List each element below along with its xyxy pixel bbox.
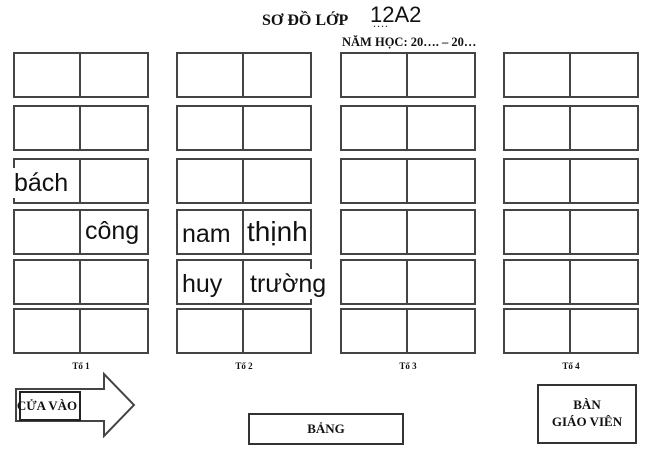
desk-row [503, 209, 639, 255]
seat [81, 105, 149, 151]
desk-row [503, 308, 639, 354]
class-name: 12A2 [370, 2, 422, 27]
seat [81, 308, 149, 354]
seat [571, 209, 639, 255]
desk-row [176, 105, 312, 151]
desk-row [503, 158, 639, 204]
seat [503, 308, 571, 354]
group-2 [176, 52, 312, 354]
group-label-4: Tổ 4 [562, 361, 580, 371]
seat [81, 259, 149, 305]
student-name-thinh: thịnh [245, 216, 310, 247]
seat [176, 308, 244, 354]
seat [503, 52, 571, 98]
seat [176, 52, 244, 98]
desk-row [340, 259, 476, 305]
seat [408, 209, 476, 255]
student-name-truong: trường [248, 269, 329, 299]
desk-row [503, 259, 639, 305]
door-arrow: CỬA VÀO [14, 372, 138, 438]
teacher-desk-line-2: GIÁO VIÊN [551, 414, 623, 429]
seat [244, 158, 312, 204]
desk-row [176, 52, 312, 98]
seat [571, 308, 639, 354]
student-name-huy: huy [180, 269, 225, 299]
school-year: NĂM HỌC: 20…. – 20… [342, 35, 477, 49]
seat [408, 259, 476, 305]
seat [503, 259, 571, 305]
seat [13, 308, 81, 354]
group-4 [503, 52, 639, 354]
student-name-nam: nam [180, 219, 233, 249]
seat [340, 158, 408, 204]
seat [13, 105, 81, 151]
seat [408, 308, 476, 354]
student-name-cong: công [83, 216, 142, 246]
group-label-2: Tổ 2 [235, 361, 253, 371]
seat [340, 105, 408, 151]
student-name-bach: bách [12, 168, 71, 198]
teacher-desk-line-1: BÀN [573, 397, 601, 412]
seat [176, 105, 244, 151]
seat [244, 105, 312, 151]
desk-row [13, 52, 149, 98]
desk-row [340, 308, 476, 354]
desk-row [340, 158, 476, 204]
desk-row [340, 52, 476, 98]
seat [571, 259, 639, 305]
desk-row [340, 209, 476, 255]
seat [340, 308, 408, 354]
seat [571, 105, 639, 151]
desk-row [176, 158, 312, 204]
seat [13, 209, 81, 255]
desk-row [13, 308, 149, 354]
seat [503, 105, 571, 151]
seat [571, 158, 639, 204]
seat [244, 52, 312, 98]
group-3 [340, 52, 476, 354]
door-label: CỬA VÀO [16, 398, 78, 413]
seat [503, 158, 571, 204]
group-1 [13, 52, 149, 354]
group-label-3: Tổ 3 [399, 361, 417, 371]
desk-row [503, 105, 639, 151]
desk-row [503, 52, 639, 98]
board: BẢNG [248, 413, 404, 445]
desk-row [13, 259, 149, 305]
seat [244, 308, 312, 354]
seat [408, 52, 476, 98]
seat [408, 158, 476, 204]
seat [81, 158, 149, 204]
desk-row [176, 308, 312, 354]
desk-row [340, 105, 476, 151]
teacher-desk: BÀN GIÁO VIÊN [537, 384, 637, 444]
group-label-1: Tổ 1 [72, 361, 90, 371]
seat [176, 158, 244, 204]
arrow-right-icon [15, 372, 136, 438]
page-title: SƠ ĐỒ LỚP [262, 12, 349, 29]
seat [340, 259, 408, 305]
desk-row [13, 105, 149, 151]
seat [340, 209, 408, 255]
seat [408, 105, 476, 151]
seat [503, 209, 571, 255]
seat [13, 52, 81, 98]
seat [340, 52, 408, 98]
class-name-dots: .... [373, 16, 389, 30]
seat [13, 259, 81, 305]
seat [571, 52, 639, 98]
seat [81, 52, 149, 98]
